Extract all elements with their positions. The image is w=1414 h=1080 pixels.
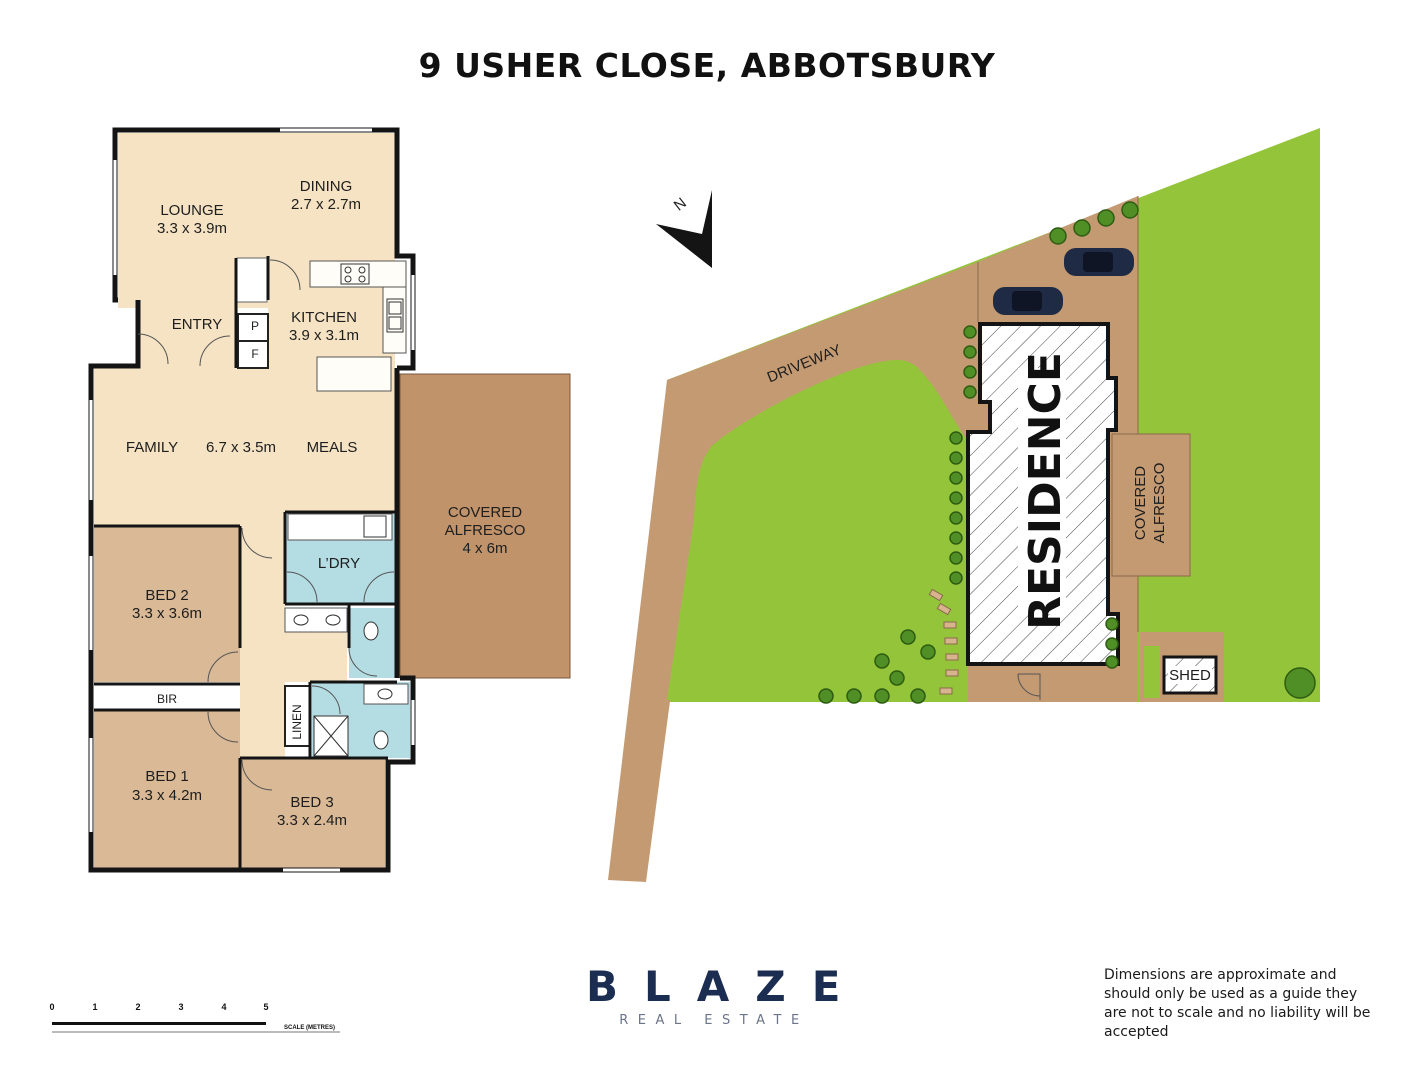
floor-plan: LOUNGE 3.3 x 3.9m DINING 2.7 x 2.7m ENTR… [88, 127, 571, 873]
kitchen-bench-top [309, 260, 407, 288]
bed3-label: BED 3 [290, 794, 333, 811]
bir-robe [94, 686, 240, 710]
residence-label-bg [1018, 368, 1066, 614]
toilet-icon [363, 621, 379, 641]
residence-label: RESIDENCE [1020, 352, 1071, 630]
scale-bar: 0 1 2 3 4 5 SCALE (METRES) [49, 1002, 340, 1033]
page-title: 9 USHER CLOSE, ABBOTSBURY [418, 46, 996, 85]
bed1-label: BED 1 [145, 768, 188, 785]
brand-logo: BLAZE REAL ESTATE [560, 962, 860, 1028]
scale-tick-label: 5 [263, 1002, 268, 1012]
door-swings [137, 259, 395, 791]
entry-label: ENTRY [172, 316, 223, 333]
entry-area [138, 300, 238, 368]
disclaimer-text: Dimensions are approximate and should on… [1104, 967, 1371, 1040]
kitchen-size: 3.9 x 3.1m [289, 327, 359, 344]
fridge-label: F [251, 347, 258, 361]
site-alfresco-label-2: ALFRESCO [1151, 463, 1168, 544]
bath-vanity [363, 683, 409, 705]
alfresco-size: 4 x 6m [462, 540, 507, 557]
bed1-size: 3.3 x 4.2m [132, 787, 202, 804]
shed-label: SHED [1169, 667, 1211, 684]
site-alfresco [1111, 433, 1191, 577]
car-icon [993, 287, 1063, 315]
site-plan: RESIDENCE COVERED ALFRESCO SHED DRIVEWAY [608, 128, 1320, 882]
alfresco-label-1: COVERED [448, 504, 522, 521]
kitchen-sink-icon [386, 298, 404, 333]
alfresco-label-2: ALFRESCO [445, 522, 526, 539]
kitchen-island [316, 356, 392, 392]
brand-name: BLAZE [586, 962, 867, 1011]
laundry-label: L’DRY [318, 555, 360, 572]
interior-walls [94, 256, 397, 868]
scale-tick-label: 2 [135, 1002, 140, 1012]
scale-tick-label: 3 [178, 1002, 183, 1012]
dining-label: DINING [300, 178, 353, 195]
bed2-size: 3.3 x 3.6m [132, 605, 202, 622]
bed3-size: 3.3 x 2.4m [277, 812, 347, 829]
shed-lawn [1144, 646, 1160, 698]
windows [89, 128, 415, 872]
meals-label: MEALS [307, 439, 358, 456]
basin-icon [325, 614, 341, 626]
covered-alfresco [399, 373, 571, 679]
hallway [240, 526, 285, 758]
shrubs [818, 201, 1316, 704]
basin-icon [293, 614, 309, 626]
linen-label: LINEN [290, 704, 304, 739]
toilet-icon [373, 730, 389, 750]
bed1-room [94, 710, 240, 868]
bed2-label: BED 2 [145, 587, 188, 604]
car-icon [1064, 248, 1134, 276]
cooktop-icon [340, 263, 370, 285]
north-arrow-icon: N [656, 190, 712, 268]
pantry-label: P [251, 319, 259, 333]
basin-icon [377, 688, 393, 700]
scale-label: SCALE (METRES) [284, 1025, 335, 1031]
hallway-branch [285, 632, 347, 682]
laundry-bench [287, 513, 393, 541]
bir-label: BIR [157, 692, 177, 706]
lounge-label: LOUNGE [160, 202, 223, 219]
scale-tick-label: 4 [221, 1002, 226, 1012]
scale-tick-label: 1 [92, 1002, 97, 1012]
lounge-size: 3.3 x 3.9m [157, 220, 227, 237]
north-label: N [671, 194, 690, 214]
family-meals-area [94, 368, 395, 526]
stepping-stones [928, 588, 959, 695]
bed2-room [94, 526, 240, 682]
family-size: 6.7 x 3.5m [206, 439, 276, 456]
site-alfresco-label-1: COVERED [1132, 466, 1149, 540]
linen-cupboard [284, 685, 311, 747]
toilet-room [349, 608, 395, 678]
fridge-space [236, 257, 268, 303]
laundry-tub-icon [363, 515, 387, 538]
bed3-room [240, 758, 385, 868]
brand-subtitle: REAL ESTATE [619, 1013, 809, 1028]
vanity-room [284, 607, 348, 633]
family-label: FAMILY [126, 439, 178, 456]
scale-tick-label: 0 [49, 1002, 54, 1012]
dining-size: 2.7 x 2.7m [291, 196, 361, 213]
lawn-curve [667, 360, 941, 700]
kitchen-label: KITCHEN [291, 309, 357, 326]
